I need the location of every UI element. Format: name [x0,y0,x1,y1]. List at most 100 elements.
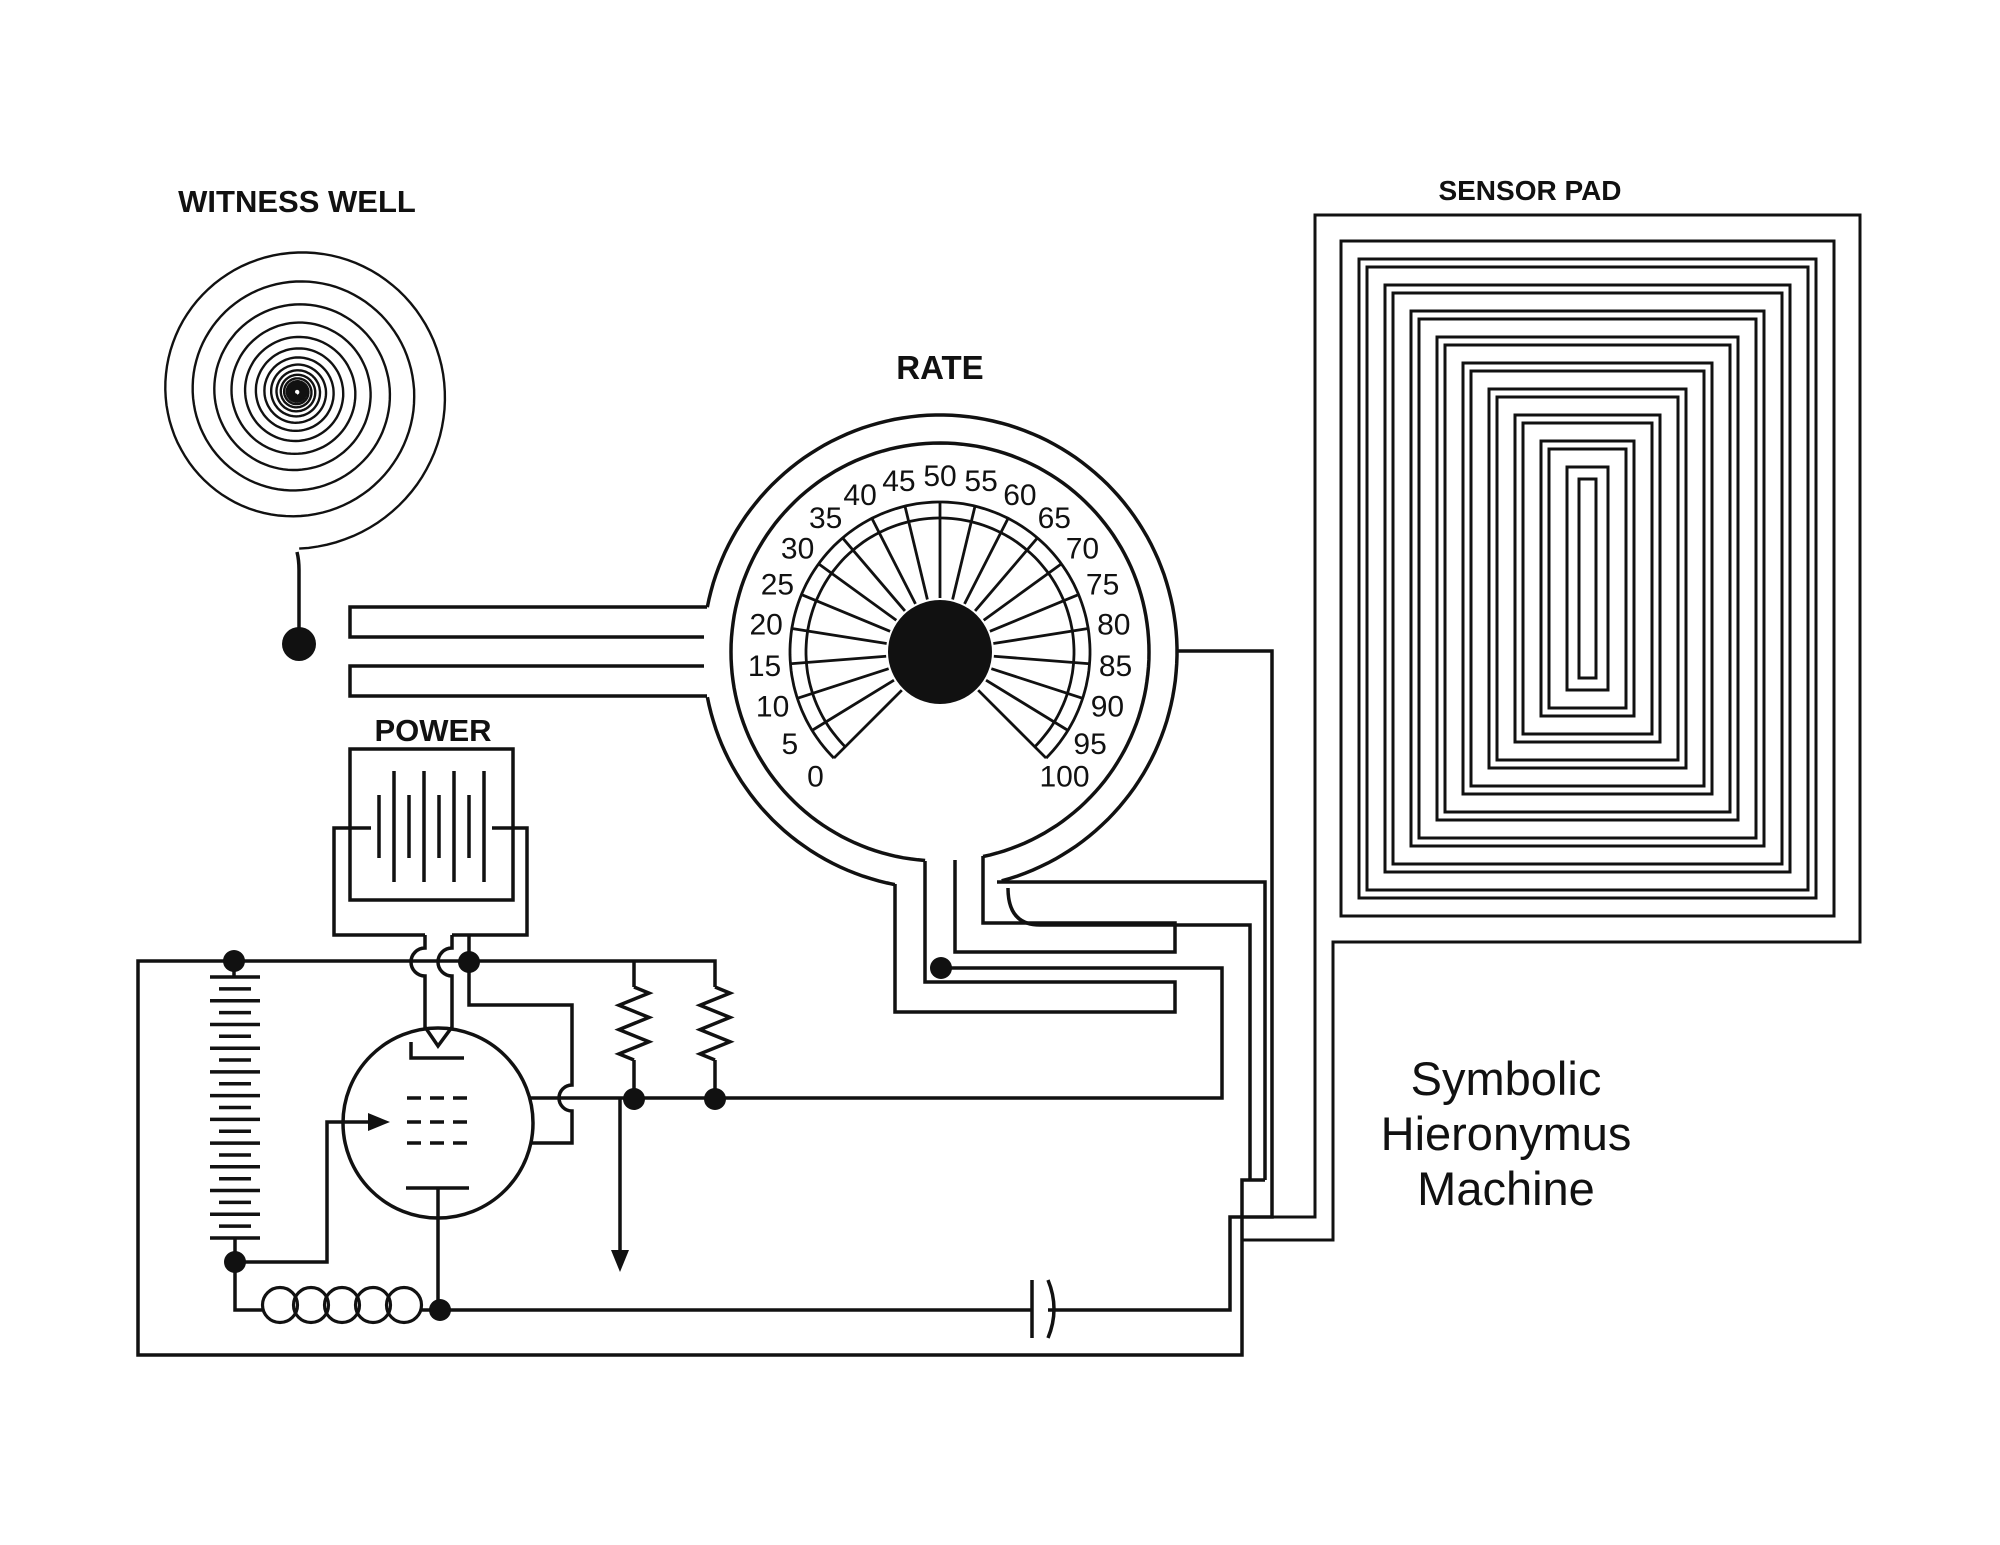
sensor-pad-turn [1391,291,1784,866]
dial-value-label: 60 [1003,479,1036,512]
junction-dot [223,950,245,972]
dial-value-label: 90 [1091,690,1124,723]
dial-value-label: 100 [1039,761,1089,794]
electrode-stack [210,975,260,1240]
witness-well-label: WITNESS WELL [178,184,416,219]
sensor-pad-turn [1443,343,1732,814]
dial-value-label: 65 [1038,502,1071,535]
junction-dot [704,1088,726,1110]
dial-value-label: 80 [1097,609,1130,642]
dial-spoke [974,537,1039,612]
junction-dot [458,951,480,973]
dial-bottom-channel-inner [953,856,1177,954]
dial-spoke [811,679,895,732]
resistor-2 [695,985,735,1062]
dial-right-channel-bottom [1006,887,1252,1180]
witness-well-spiral [164,251,447,550]
capacitor-plate-curved [1046,1279,1056,1339]
dial-spoke [791,627,887,645]
power-label: POWER [374,713,491,748]
dial-value-label: 40 [843,479,876,512]
dial-spoke [800,593,891,633]
dial-bottom-channel-outer [893,861,1177,1014]
capacitor-return-wire [440,649,1274,1312]
dial-spoke [832,689,903,760]
sensor-pad-center-turn [1577,477,1598,680]
sensor-pad-turn [1357,257,1818,900]
caption-line-1: Symbolic [1411,1052,1602,1105]
sensor-pad-label: SENSOR PAD [1438,175,1621,206]
inductor-coil [260,1285,424,1325]
sensor-pad-turn [1339,239,1836,918]
resistor-1 [614,985,654,1062]
coil-loop [260,1285,300,1325]
rate-dial-knob[interactable] [888,600,992,704]
coil-loop [353,1285,393,1325]
dial-value-label: 20 [750,609,783,642]
grid-bias-wire [467,962,574,1145]
dial-spoke [951,505,977,600]
dial-value-label: 15 [748,650,781,683]
junction-dot [224,1251,246,1273]
rate-dial-ring [705,413,1179,887]
dial-value-label: 75 [1086,569,1119,602]
witness-well: WITNESS WELL [164,184,447,661]
sensor-pad-turn [1365,265,1810,892]
sensor-pad-turn [1417,317,1758,840]
rate-label: RATE [896,349,983,386]
sensor-pad-turn [1383,283,1792,874]
sensor-pad-turns [1339,239,1836,918]
dial-value-label: 85 [1099,650,1132,683]
sensor-pad-turn [1513,413,1662,744]
sensor-pad-turn [1461,361,1714,796]
junction-dot [429,1299,451,1321]
dial-spoke [870,517,917,605]
dial-value-label: 35 [809,502,842,535]
cathode-wire [233,1120,368,1312]
wire-channel-lower [348,664,707,698]
dial-value-label: 95 [1073,728,1106,761]
battery-inner-box [348,747,515,902]
dial-value-label: 25 [761,569,794,602]
witness-well-terminal-dot [282,627,316,661]
battery-outer-box [332,826,529,937]
dial-right-channel-top [997,880,1267,1180]
dial-value-label: 50 [923,460,956,493]
dial-value-label: 45 [882,465,915,498]
caption: Symbolic Hieronymus Machine [1381,1052,1632,1215]
main-loop-wire [136,959,1265,1357]
junction-dots [223,950,952,1321]
dial-spoke [982,562,1063,622]
sensor-pad-turn [1409,309,1766,848]
dial-spoke [989,593,1080,633]
sensor-pad-turn [1435,335,1740,822]
output-probe-arrowhead-icon [611,1250,629,1272]
sensor-pad-outer-turn [1242,213,1862,1242]
dial-spoke [790,654,887,666]
sensor-pad-turn [1539,439,1636,718]
dial-value-label: 30 [781,533,814,566]
sensor-pad-turn [1521,421,1654,736]
dial-spoke [841,537,906,612]
dial-value-label: 0 [807,761,824,794]
sensor-pad: SENSOR PAD [1242,175,1862,1242]
dial-value-label: 5 [782,728,799,761]
sensor-pad-turn [1547,447,1628,710]
sensor-pad-turn [1495,395,1680,762]
junction-dot [930,957,952,979]
sensor-pad-turn [1565,465,1610,692]
dial-spoke [903,505,929,600]
coil-loop [291,1285,331,1325]
coil-loop [322,1285,362,1325]
dial-spoke [990,667,1084,700]
tube-top-bracket [409,1042,464,1060]
caption-line-3: Machine [1417,1162,1595,1215]
junction-dot [623,1088,645,1110]
dial-spoke [977,689,1048,760]
dial-spoke [993,627,1089,645]
power-battery: POWER [332,713,529,1050]
